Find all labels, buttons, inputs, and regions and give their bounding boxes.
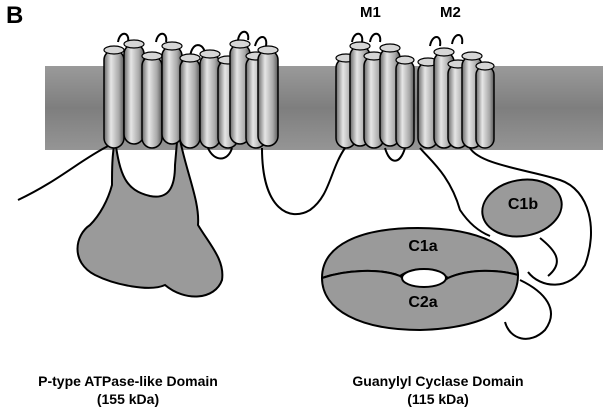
- panel-letter: B: [6, 2, 23, 30]
- n-terminal-tail: [18, 145, 110, 200]
- c1b-connector: [540, 238, 557, 276]
- cyclase-caption: Guanylyl Cyclase Domain (115 kDa): [318, 372, 558, 408]
- atpase-caption-mass: (155 kDa): [8, 390, 248, 408]
- m2-label: M2: [440, 4, 461, 21]
- atpase-like-domain-shape: [78, 130, 223, 296]
- linker-loop-middle: [262, 148, 345, 214]
- m1-label: M1: [360, 4, 381, 21]
- atpase-caption-title: P-type ATPase-like Domain: [8, 372, 248, 390]
- c1a-label: C1a: [400, 238, 446, 256]
- c1a-c2a-cleft: [402, 269, 446, 287]
- cyclase-linker-to-c1a: [420, 148, 490, 236]
- cyclase-caption-mass: (115 kDa): [318, 390, 558, 408]
- cyclase-caption-title: Guanylyl Cyclase Domain: [318, 372, 558, 390]
- atpase-helix-bundle: [104, 32, 278, 148]
- c1b-label: C1b: [500, 196, 546, 214]
- c2a-label: C2a: [400, 294, 446, 312]
- atpase-caption: P-type ATPase-like Domain (155 kDa): [8, 372, 248, 408]
